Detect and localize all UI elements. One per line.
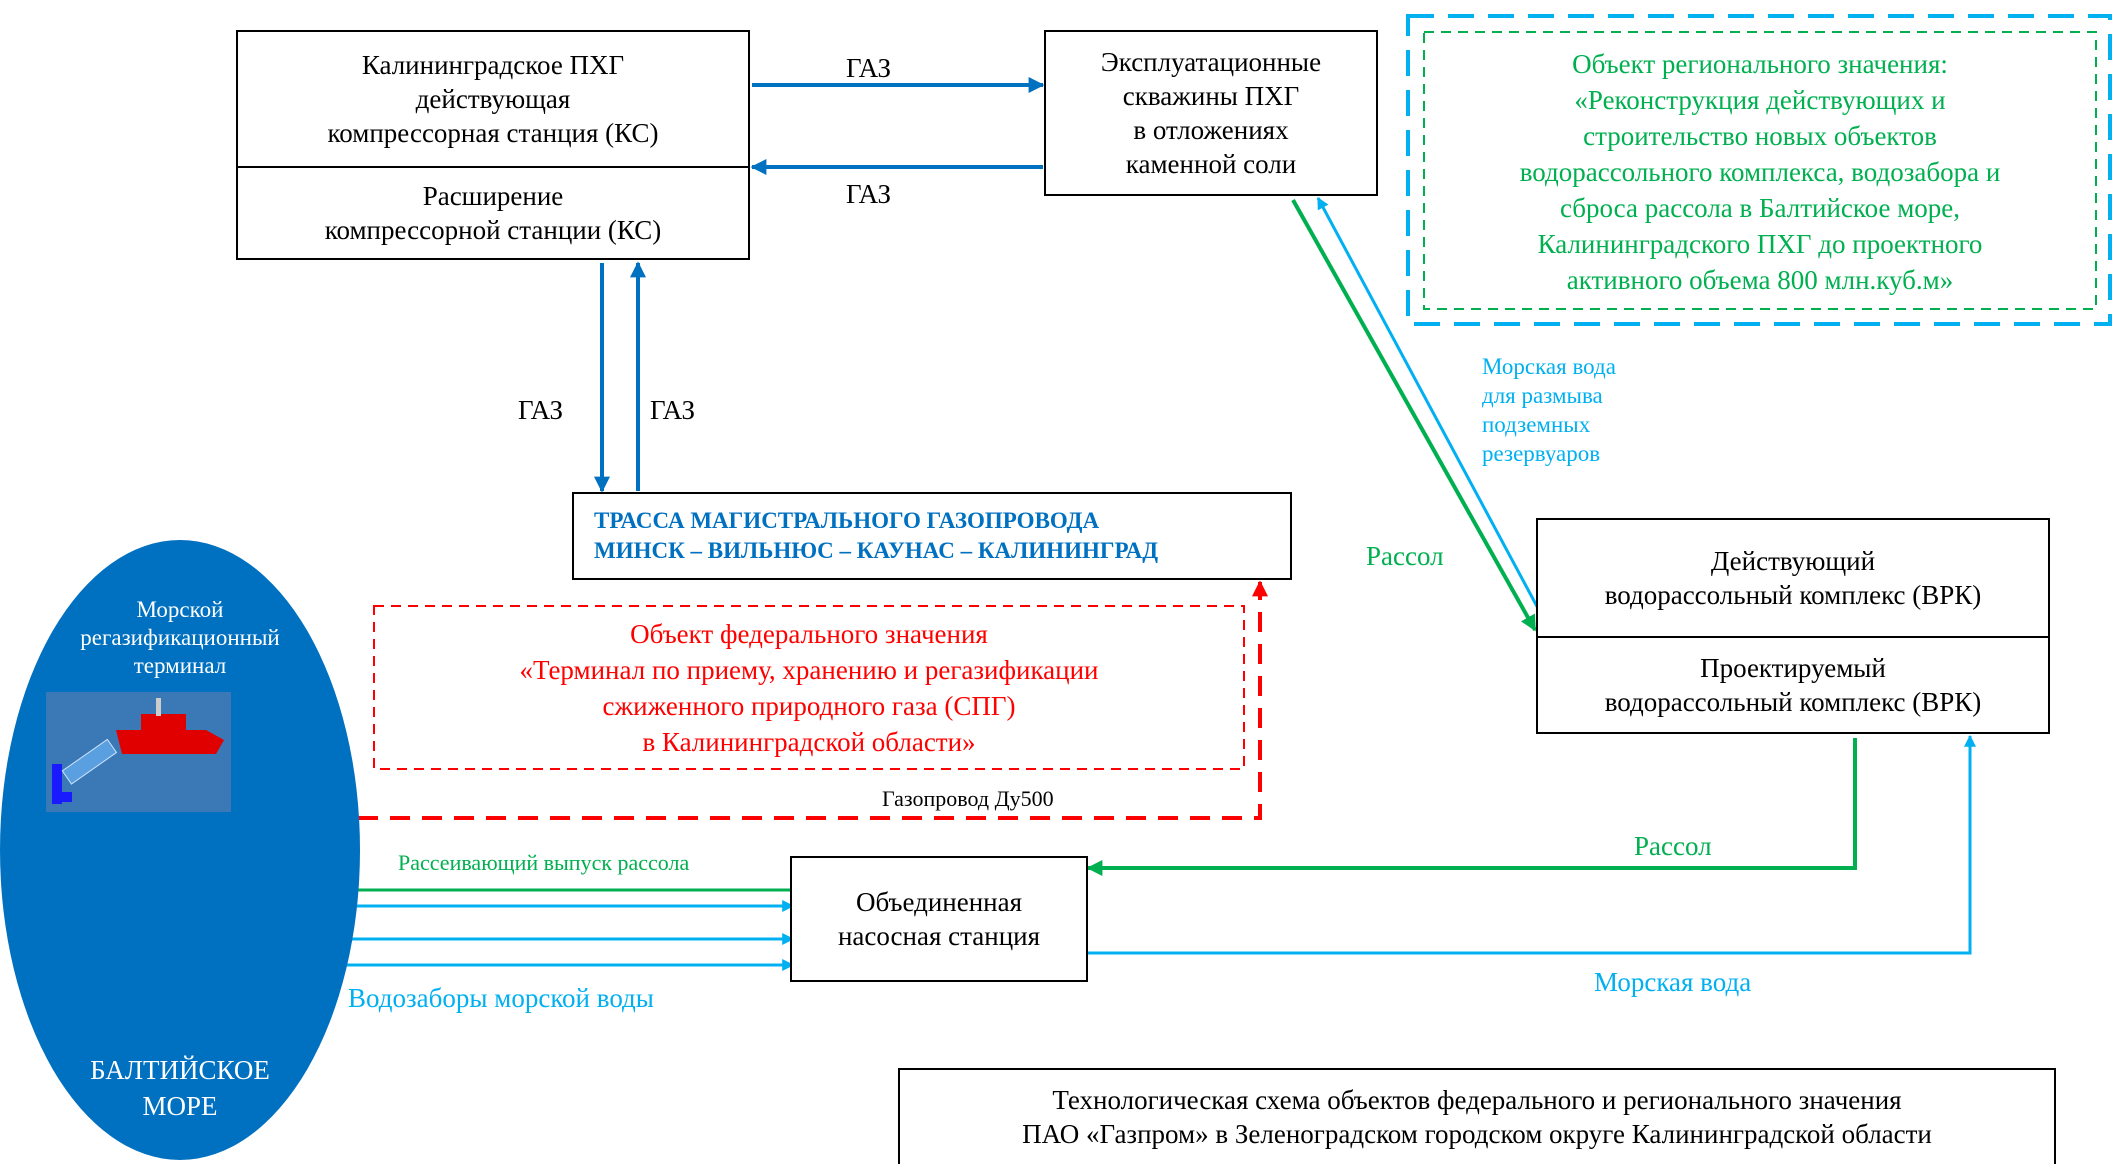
regional-outer-frame [1406, 14, 2112, 326]
main-gas-pipeline-box: ТРАССА МАГИСТРАЛЬНОГО ГАЗОПРОВОДА МИНСК … [572, 492, 1292, 580]
diagram-caption: Технологическая схема объектов федеральн… [898, 1068, 2056, 1164]
label-seawater-for-washing: Морская вода для размыва подземных резер… [1482, 354, 1616, 466]
label-gas-up: ГАЗ [650, 395, 696, 425]
ship-icon [52, 698, 224, 804]
pump-station-box: Объединенная насосная станция [790, 856, 1088, 982]
label-gas-from-wells: ГАЗ [846, 179, 892, 209]
seawater-arrow-pump-to-vrk [1088, 734, 1976, 955]
brine-arrow-vrk-to-pump [1086, 738, 1857, 876]
kaliningrad-ugs-box: Калининградское ПХГ действующая компресс… [236, 30, 750, 260]
baltic-sea [0, 540, 360, 1160]
existing-vrk: Действующий водорассольный комплекс (ВРК… [1538, 520, 2048, 638]
regional-inner-frame [1423, 31, 2097, 310]
label-pipeline-du500: Газопровод Ду500 [882, 786, 1054, 811]
regional-object: Объект регионального значения: «Реконстр… [1519, 49, 2001, 295]
federal-inner-frame [373, 605, 1245, 770]
label-brine-to-pump: Рассол [1634, 831, 1712, 861]
wells-box: Эксплуатационные скважины ПХГ в отложени… [1044, 30, 1378, 196]
federal-object: Объект федерального значения «Терминал п… [519, 619, 1099, 757]
label-brine-from-wells: Рассол [1366, 541, 1444, 571]
seawater-arrow-vrk-to-wells [1316, 196, 1542, 613]
terminal-label: Морской регазификационный терминал [80, 597, 280, 678]
federal-pipeline-dashed [358, 580, 1268, 820]
label-seawater-to-vrk: Морская вода [1594, 967, 1752, 997]
label-gas-down: ГАЗ [518, 395, 564, 425]
planned-vrk: Проектируемый водорассольный комплекс (В… [1604, 653, 1982, 717]
compressor-station-expansion: Расширение компрессорной станции (КС) [324, 181, 662, 245]
vrk-box: Действующий водорассольный комплекс (ВРК… [1536, 518, 2050, 734]
brine-arrow-wells-to-vrk [1291, 199, 1537, 632]
label-brine-outlet: Рассеивающий выпуск рассола [398, 850, 690, 875]
existing-compressor-station: Калининградское ПХГ действующая компресс… [238, 32, 748, 168]
sea-name: БАЛТИЙСКОЕ МОРЕ [90, 1055, 270, 1121]
terminal-image [46, 692, 231, 812]
label-gas-to-wells: ГАЗ [846, 53, 892, 83]
label-water-intakes: Водозаборы морской воды [348, 983, 654, 1013]
